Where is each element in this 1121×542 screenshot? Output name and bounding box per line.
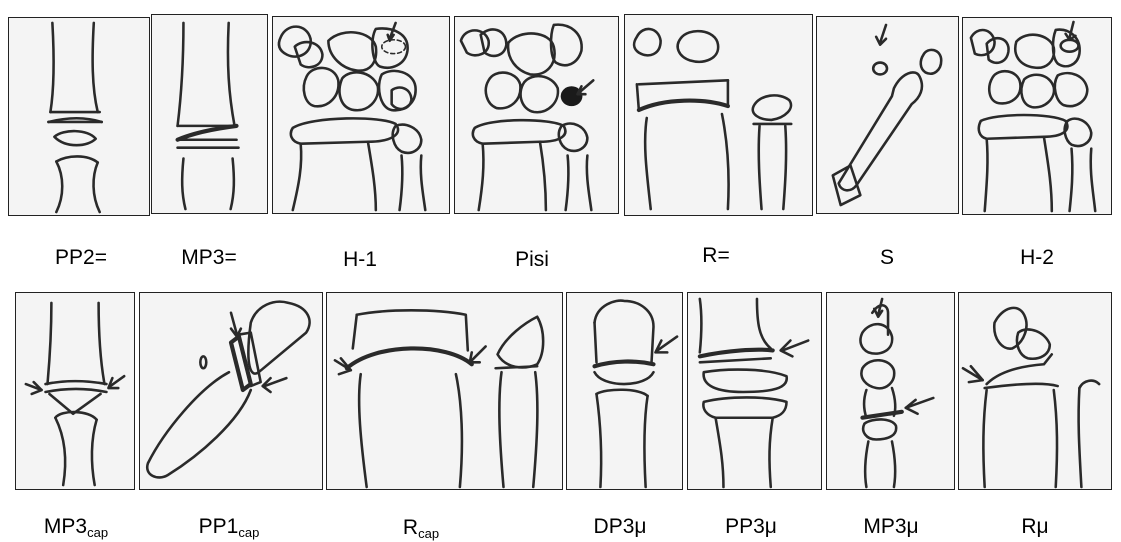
stage-label-dp3-mu: DP3μ	[594, 516, 647, 537]
stage-panel-pp2-equal	[8, 17, 150, 216]
stage-label-s: S	[880, 247, 894, 268]
thumb-sketch	[140, 293, 322, 489]
stage-panel-mp3-mu	[826, 292, 955, 490]
stage-panel-r-mu	[958, 292, 1112, 490]
stage-panel-r-equal	[624, 14, 813, 216]
wrist-bones-sketch	[963, 18, 1111, 214]
stage-label-r-mu: Rμ	[1021, 516, 1048, 537]
stage-panel-r-cap	[326, 292, 563, 490]
wrist-bones-sketch	[273, 17, 449, 213]
stage-label-mp3-mu: MP3μ	[863, 516, 918, 537]
finger-joint-sketch	[152, 15, 267, 213]
distal-radius-sketch	[327, 293, 562, 489]
stage-panel-pisi	[454, 16, 619, 214]
stage-label-pp2-equal: PP2=	[55, 247, 107, 268]
wrist-bones-sketch	[455, 17, 618, 213]
finger-joint-sketch	[9, 18, 149, 215]
stage-panel-mp3-cap	[15, 292, 135, 490]
finger-joint-sketch	[16, 293, 134, 489]
stage-panel-mp3-equal	[151, 14, 268, 214]
stage-panel-h-1	[272, 16, 450, 214]
distal-radius-sketch	[959, 293, 1111, 489]
sesamoid-sketch	[817, 17, 958, 213]
stage-label-h-1: H-1	[343, 249, 377, 270]
stage-label-pp1-cap: PP1cap	[199, 516, 260, 539]
stage-panel-pp1-cap	[139, 292, 323, 490]
stage-label-mp3-equal: MP3=	[181, 247, 236, 268]
stage-panel-h-2	[962, 17, 1112, 215]
stage-label-mp3-cap: MP3cap	[44, 516, 108, 539]
stage-label-pisi: Pisi	[515, 249, 549, 270]
middle-phalanx-sketch	[827, 293, 954, 489]
stage-label-r-cap: Rcap	[403, 517, 439, 540]
stage-label-h-2: H-2	[1020, 247, 1054, 268]
distal-radius-sketch	[625, 15, 812, 215]
stage-panel-s	[816, 16, 959, 214]
stage-label-r-equal: R=	[702, 245, 729, 266]
distal-phalanx-sketch	[567, 293, 682, 489]
stage-panel-dp3-mu	[566, 292, 683, 490]
stage-panel-pp3-mu	[687, 292, 822, 490]
stage-label-pp3-mu: PP3μ	[725, 516, 777, 537]
proximal-phalanx-sketch	[688, 293, 821, 489]
